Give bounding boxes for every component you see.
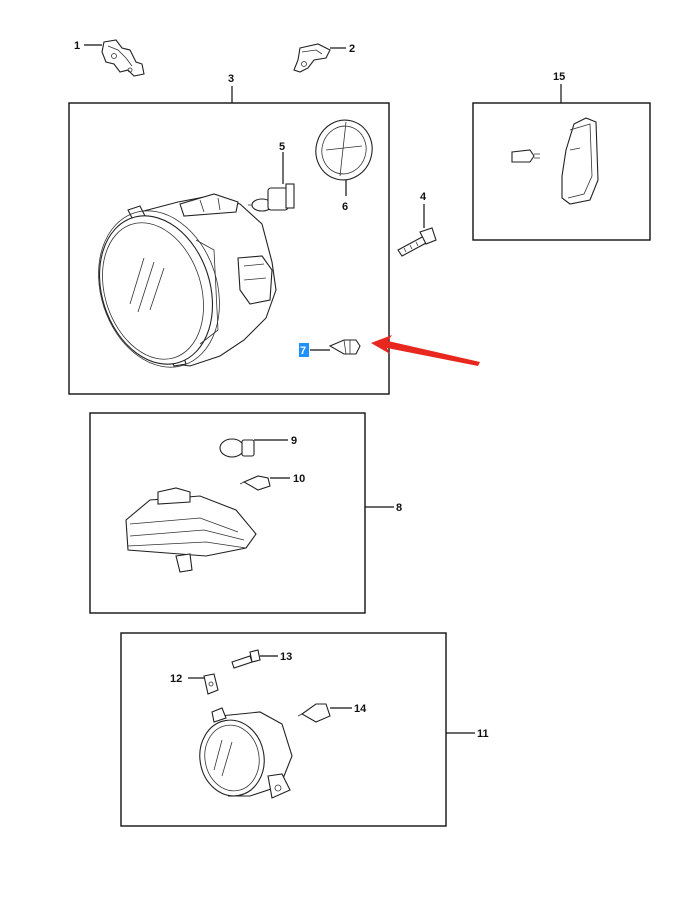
part-10-socket: 10 <box>239 473 305 491</box>
callout-12: 12 <box>170 673 182 685</box>
callout-14: 14 <box>354 703 367 715</box>
callout-3: 3 <box>228 73 234 85</box>
callout-7-highlight <box>299 343 309 357</box>
fog-lamp-box: 11 13 12 14 <box>120 632 489 827</box>
headlamp-housing <box>98 193 277 368</box>
headlamp-assembly-box: 3 5 <box>68 73 390 395</box>
part-9-bulb: 9 <box>219 435 297 458</box>
side-marker-box: 15 <box>472 71 651 241</box>
callout-6: 6 <box>342 201 348 213</box>
callout-5: 5 <box>279 141 285 153</box>
part-6-retaining-ring: 6 <box>315 119 373 213</box>
lamp-body <box>125 487 257 573</box>
callout-15: 15 <box>553 71 565 83</box>
part-4-bolt: 4 <box>397 191 437 257</box>
part-12-clip: 12 <box>170 673 219 695</box>
part-1-bracket: 1 <box>74 39 145 77</box>
red-pointer-arrow <box>371 335 480 366</box>
callout-9: 9 <box>291 435 297 447</box>
part-13-screw: 13 <box>231 649 292 669</box>
part-2-bracket: 2 <box>293 43 355 73</box>
callout-11: 11 <box>477 728 489 740</box>
lamp-assembly-box: 8 9 10 <box>89 412 402 614</box>
callout-13: 13 <box>280 651 292 663</box>
part-5-bulb: 5 <box>248 141 295 212</box>
callout-4: 4 <box>420 191 427 203</box>
part-7-wedge-bulb: 7 <box>299 339 361 357</box>
callout-10: 10 <box>293 473 305 485</box>
part-14-bulb: 14 <box>297 703 367 723</box>
callout-2: 2 <box>349 43 355 55</box>
callout-7: 7 <box>300 345 306 357</box>
callout-8: 8 <box>396 502 402 514</box>
fog-lamp-body <box>199 707 293 799</box>
callout-1: 1 <box>74 40 80 52</box>
